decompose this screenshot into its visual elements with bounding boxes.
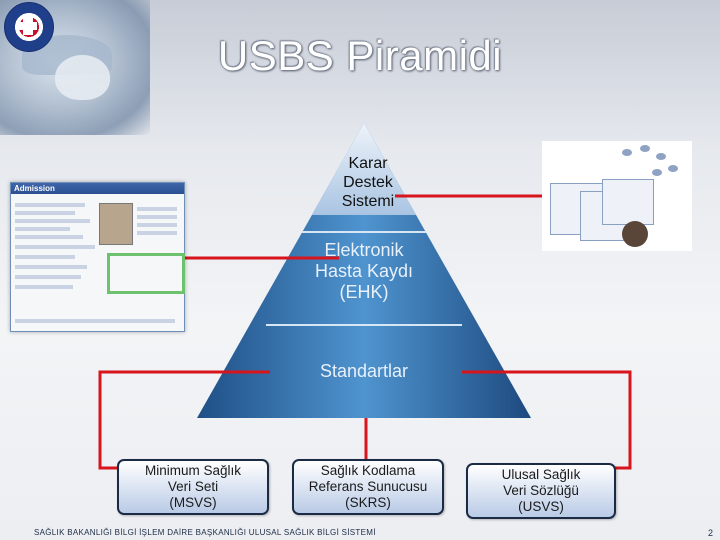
connector-lines bbox=[98, 194, 632, 470]
header-photo bbox=[0, 0, 150, 135]
dss-node bbox=[652, 169, 662, 176]
emr-side-row bbox=[137, 207, 177, 211]
emr-field-row bbox=[15, 275, 81, 279]
emr-side-row bbox=[137, 215, 177, 219]
emr-footer-row bbox=[15, 319, 175, 323]
dss-screenshot bbox=[542, 141, 692, 251]
pyramid-label-line: Elektronik bbox=[324, 240, 404, 260]
emr-highlight-box bbox=[107, 253, 185, 294]
emr-screenshot: Admission bbox=[10, 182, 185, 332]
pyramid-label-line: Standartlar bbox=[320, 361, 408, 381]
patient-photo bbox=[99, 203, 133, 245]
pyramid-top-tier bbox=[312, 123, 416, 215]
pyramid-label-line: Karar bbox=[348, 155, 388, 172]
emr-field-row bbox=[15, 285, 73, 289]
dss-window bbox=[602, 179, 654, 225]
box-usvs: Ulusal Sağlık Veri Sözlüğü (USVS) bbox=[466, 463, 616, 519]
pyramid-level-bottom: Standartlar bbox=[320, 361, 408, 381]
ministry-logo-icon bbox=[4, 2, 54, 52]
pyramid-label-line: Sistemi bbox=[342, 193, 394, 210]
dss-node bbox=[668, 165, 678, 172]
emr-field-row bbox=[15, 245, 95, 249]
box-skrs: Sağlık Kodlama Referans Sunucusu (SKRS) bbox=[292, 459, 444, 515]
emr-field-row bbox=[15, 265, 87, 269]
emr-field-row bbox=[15, 255, 75, 259]
dss-node bbox=[622, 149, 632, 156]
emr-field-row bbox=[15, 227, 70, 231]
dss-node bbox=[656, 153, 666, 160]
surgeon-mask bbox=[55, 55, 110, 100]
emr-side-row bbox=[137, 223, 177, 227]
emr-window-title: Admission bbox=[11, 183, 184, 194]
box-msvs: Minimum Sağlık Veri Seti (MSVS) bbox=[117, 459, 269, 515]
connector-usvs bbox=[462, 370, 632, 470]
emr-side-row bbox=[137, 231, 177, 235]
user-figure bbox=[622, 221, 648, 247]
emr-field-row bbox=[15, 219, 90, 223]
dss-node bbox=[640, 145, 650, 152]
emr-field-row bbox=[15, 203, 85, 207]
emr-field-row bbox=[15, 235, 83, 239]
connector-msvs bbox=[98, 370, 270, 470]
emr-field-row bbox=[15, 211, 75, 215]
pyramid-label-line: (EHK) bbox=[340, 282, 389, 302]
page-number: 2 bbox=[708, 528, 714, 538]
pyramid-label-line: Destek bbox=[343, 174, 394, 191]
pyramid-label-line: Hasta Kaydı bbox=[315, 261, 413, 281]
pyramid-shape bbox=[197, 123, 531, 418]
footer-text: SAĞLIK BAKANLIĞI BİLGİ İŞLEM DAİRE BAŞKA… bbox=[34, 528, 376, 537]
logo-cross-bar bbox=[19, 22, 37, 30]
page-title: USBS Piramidi bbox=[217, 32, 503, 79]
